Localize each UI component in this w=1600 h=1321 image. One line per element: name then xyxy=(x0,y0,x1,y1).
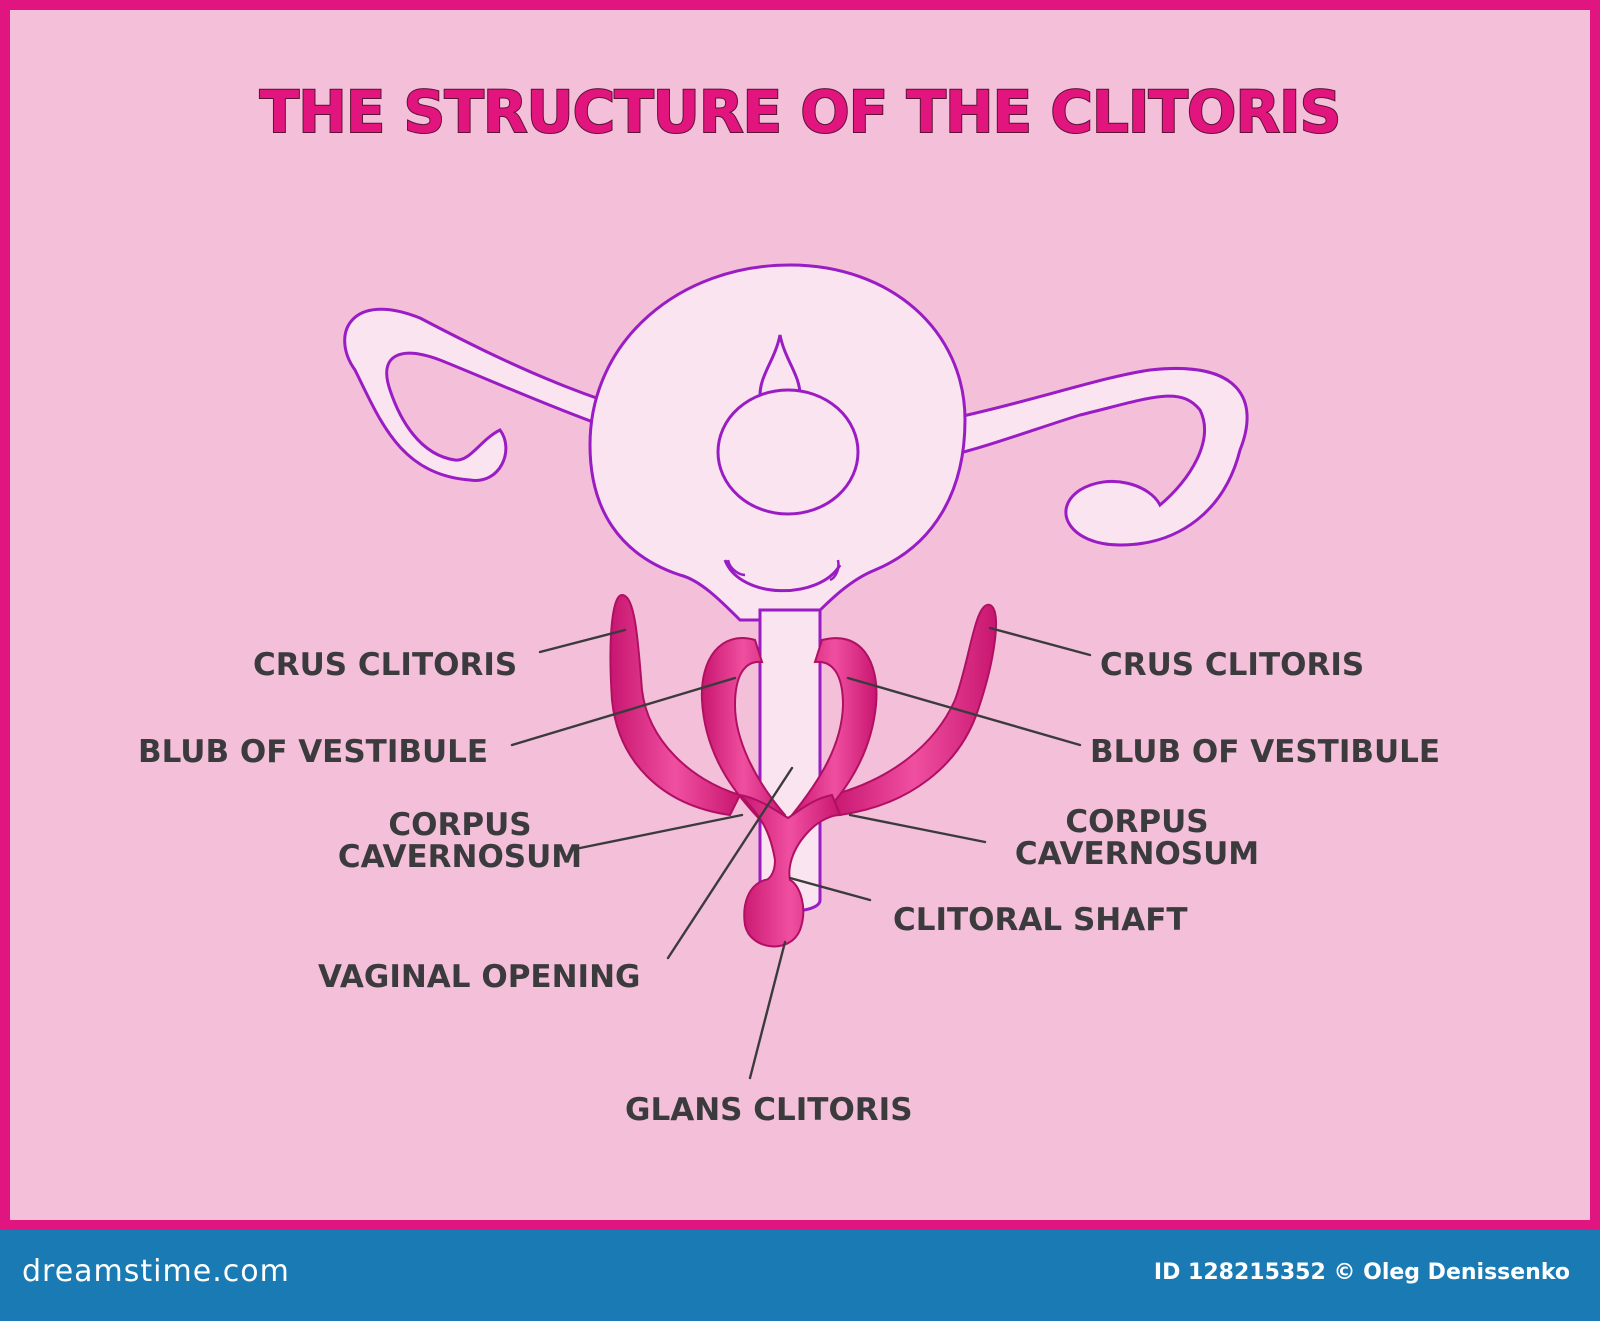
labels: CRUS CLITORIS CRUS CLITORIS BLUB OF VEST… xyxy=(138,647,1440,1128)
leader-lines xyxy=(510,626,1092,1080)
leader-bulb-left xyxy=(510,676,737,747)
label-bulb-vestibule-left: BLUB OF VESTIBULE xyxy=(138,734,488,770)
label-clitoral-shaft: CLITORAL SHAFT xyxy=(893,902,1188,938)
uterine-neck-fold-left xyxy=(726,559,746,577)
fallopian-tube-right xyxy=(848,367,1249,547)
leader-corpus-left xyxy=(578,813,744,850)
label-corpus-left-line2: CAVERNOSUM xyxy=(338,839,582,875)
leader-crus-left xyxy=(538,628,627,654)
cervix-circle xyxy=(716,388,860,516)
label-corpus-left-line1: CORPUS xyxy=(388,807,531,843)
label-bulb-vestibule-right: BLUB OF VESTIBULE xyxy=(1090,734,1440,770)
uterine-neck-line xyxy=(723,559,842,593)
label-vaginal-opening: VAGINAL OPENING xyxy=(318,959,640,995)
label-crus-clitoris-left: CRUS CLITORIS xyxy=(253,647,517,683)
leader-bulb-right xyxy=(846,676,1082,747)
footer-credit: ID 128215352 © Oleg Denissenko xyxy=(1153,1260,1570,1285)
footer-bar: dreamstime.com ID 128215352 © Oleg Denis… xyxy=(0,1230,1600,1321)
leader-crus-right xyxy=(988,626,1092,657)
label-glans-clitoris: GLANS CLITORIS xyxy=(625,1092,913,1128)
label-corpus-right-line1: CORPUS xyxy=(1065,804,1208,840)
crus-left xyxy=(609,593,742,817)
diagram-title: THE STRUCTURE OF THE CLITORIS xyxy=(259,77,1343,147)
anatomy-diagram: CRUS CLITORIS CRUS CLITORIS BLUB OF VEST… xyxy=(138,263,1440,1128)
clitoral-body-glans xyxy=(737,793,842,948)
leader-clitoral-shaft xyxy=(788,876,872,902)
footer-site-name: dreamstime.com xyxy=(22,1254,290,1289)
clitoris-structure xyxy=(609,593,997,948)
label-corpus-right-line2: CAVERNOSUM xyxy=(1015,836,1259,872)
leader-vaginal-opening xyxy=(666,766,794,960)
leader-glans-clitoris xyxy=(748,940,787,1080)
uterine-neck-fold-right xyxy=(829,559,840,582)
leader-corpus-right xyxy=(848,813,987,844)
label-crus-clitoris-right: CRUS CLITORIS xyxy=(1100,647,1364,683)
